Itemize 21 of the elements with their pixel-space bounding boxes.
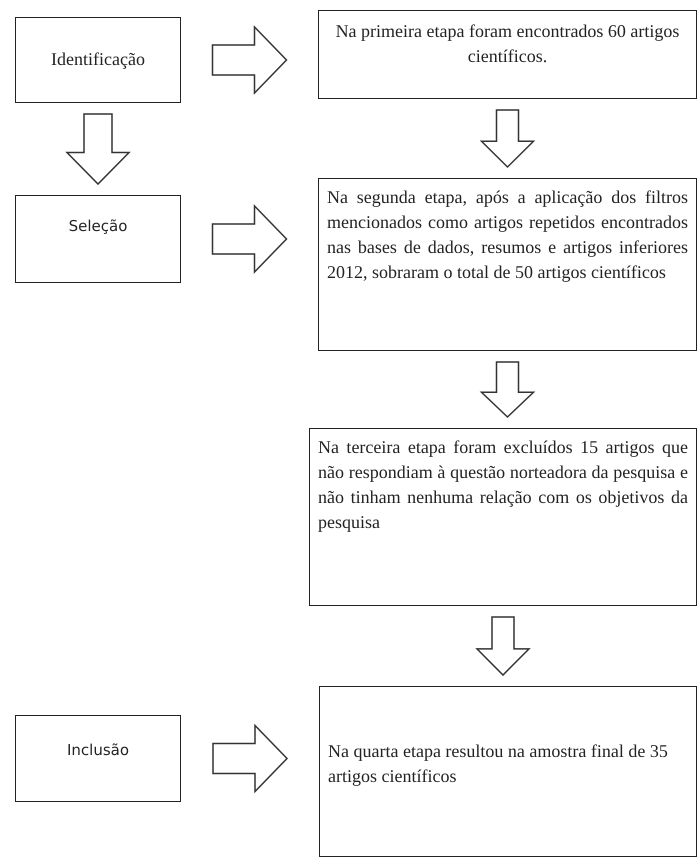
- step-text: Na primeira etapa foram encontrados 60 artigos científicos.: [334, 20, 680, 68]
- block-arrow: [212, 724, 288, 794]
- block-arrow: [212, 25, 288, 95]
- process-box: [15, 715, 181, 802]
- process-box: [318, 178, 697, 351]
- block-arrow: [480, 109, 536, 168]
- process-box: [309, 428, 697, 606]
- step-text: Identificação: [50, 48, 146, 71]
- step-text: Na quarta etapa resultou na amostra final de 35 artigos científicos: [328, 740, 669, 788]
- step-text: Na terceira etapa foram excluídos 15 artigos que não respondiam à questão norteadora da pesquisa e não tinham nenhuma relação com os objetivos da pesquisa: [318, 436, 688, 534]
- process-box: [318, 10, 697, 99]
- block-arrow: [480, 361, 536, 418]
- block-arrow: [475, 616, 531, 676]
- step-text: Na segunda etapa, após a aplicação dos filtros mencionados como artigos repetidos encontrados nas bases de dados, resumos e artigos inferiores 2012, sobraram o total de 50 artigos científicos: [327, 186, 688, 284]
- step-text: Inclusão: [66, 740, 130, 760]
- block-arrow: [212, 204, 288, 274]
- step-text: Seleção: [68, 216, 128, 236]
- process-box: [319, 686, 697, 857]
- process-box: [15, 195, 181, 283]
- process-box: [15, 17, 181, 103]
- block-arrow: [65, 113, 131, 186]
